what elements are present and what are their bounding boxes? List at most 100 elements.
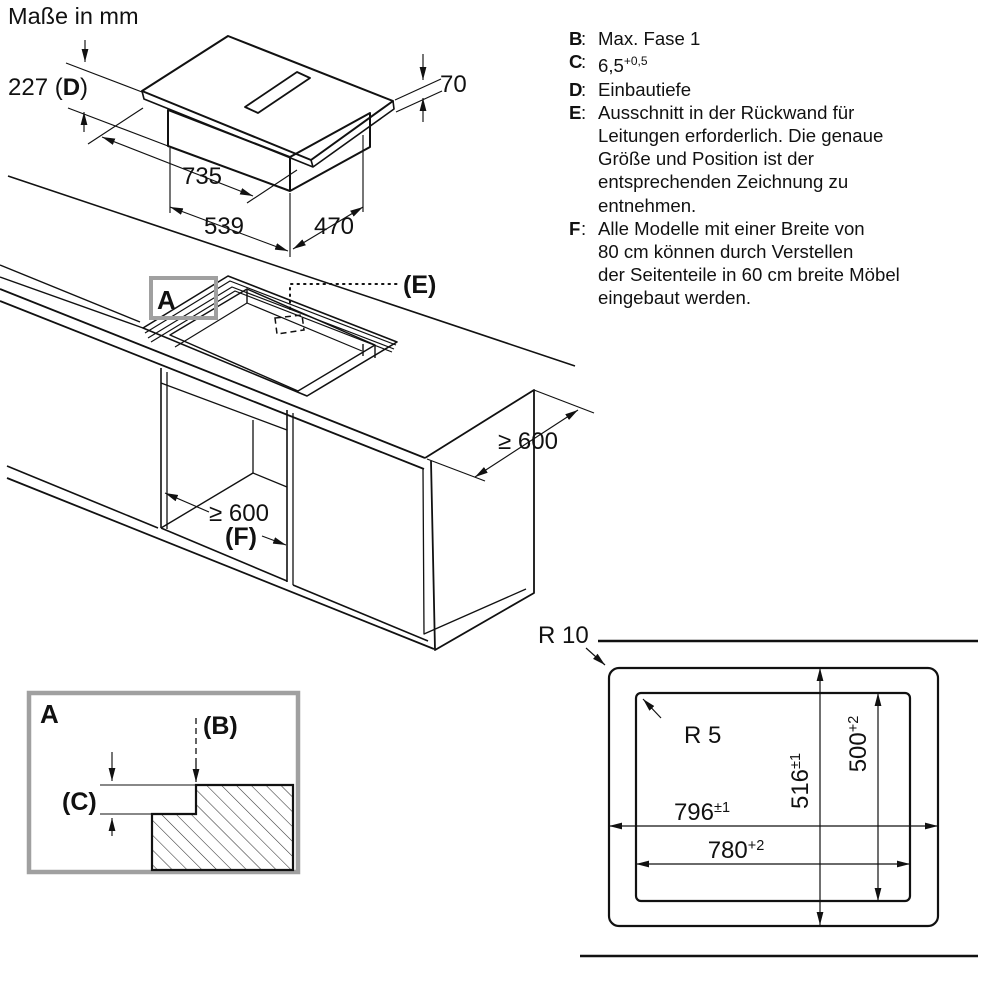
detail-a-locator-box: [149, 276, 218, 320]
legend-text-c: 6,5: [598, 55, 624, 77]
c-label: (C): [62, 788, 97, 816]
detail-a-frame: [26, 690, 301, 875]
cutout-step-line-2: [144, 280, 397, 346]
legend-key-e: E: [569, 101, 582, 123]
dim-735-ext-left: [87, 107, 144, 145]
counter-underside-edge: [160, 382, 288, 431]
appliance-outline-r10: [607, 666, 940, 928]
hob-vent-slot: [244, 71, 311, 114]
worktop-section-hatched: [150, 783, 295, 872]
legend-text-f-line2: 80 cm können durch Verstellen: [598, 241, 854, 263]
legend-text-c-tolerance: +0,5: [623, 54, 648, 69]
dim-539-label: 539: [204, 213, 244, 240]
floor-line: [6, 477, 435, 650]
hob-isometric-view: [141, 35, 395, 192]
cutout-step-line-4: [150, 290, 393, 353]
dim-735-label: 735: [182, 163, 222, 190]
legend-text-e-line2: Leitungen erforderlich. Die genaue: [598, 125, 884, 146]
legend-sep: :: [581, 28, 587, 49]
legend-text-e-line3: Größe und Position ist der: [598, 148, 814, 170]
depth-dim-line: [474, 409, 579, 478]
dim-227-ext-top: [65, 62, 143, 93]
legend-text-f-line3: der Seitenteile in 60 cm breite Möbel: [598, 264, 900, 286]
niche-dim-line-right: [261, 535, 287, 546]
legend-item-f: F: Alle Modelle mit einer Breite von 80 …: [569, 217, 961, 310]
legend-key-d: D: [569, 78, 583, 100]
counter-front-edge-top: [0, 288, 426, 459]
legend: B: Max. Fase 1 C: 6,5+0,5 D: Einbautiefe…: [569, 27, 961, 310]
legend-text-e-line1: Ausschnitt in der Rückwand für: [598, 101, 855, 123]
legend-item-d: D: Einbautiefe: [569, 78, 961, 101]
end-panel-inner-edge: [422, 468, 527, 635]
legend-item-b: B: Max. Fase 1: [569, 27, 961, 50]
legend-sep: :: [581, 101, 587, 123]
legend-text-e-line4: entsprechenden Zeichnung zu: [598, 171, 849, 193]
niche-floor-front-edge: [160, 527, 288, 582]
legend-sep: :: [581, 51, 587, 73]
niche-width-dimension: [164, 492, 287, 546]
counter-depth-label: ≥ 600: [498, 428, 558, 455]
cutout-step-line-3: [147, 286, 395, 350]
dim-735-ext-right: [246, 169, 298, 204]
wall-top-edge: [7, 175, 576, 367]
dim-227-label: 227 (D): [8, 74, 88, 101]
legend-sep: :: [581, 78, 587, 100]
cabinet-isometric-view: [0, 175, 576, 651]
depth-ext-back: [533, 389, 595, 414]
niche-floor-left-edge: [160, 472, 254, 529]
dim-70-ext-bottom: [395, 90, 443, 113]
counter-back-edge-inner: [0, 276, 144, 329]
r5-label: R 5: [684, 722, 721, 749]
counter-depth-dimension: [426, 389, 595, 482]
dim-227-ext-bottom: [67, 107, 169, 147]
hob-dimensions: [65, 40, 443, 257]
legend-key-f: F: [569, 217, 581, 239]
legend-text-f-line4: eingebaut werden.: [598, 287, 751, 309]
legend-text-b: Max. Fase 1: [598, 28, 701, 49]
r10-label: R 10: [538, 622, 589, 649]
dim-539-line: [169, 206, 289, 252]
hob-glass-top: [141, 35, 394, 161]
cutout-outline-r5: [634, 691, 912, 903]
legend-text-e-line5: entnehmen.: [598, 194, 697, 216]
dim-780-label: 780+2: [708, 837, 765, 864]
cutout-plan-view: [580, 639, 978, 958]
f-label: (F): [225, 523, 257, 551]
legend-item-e: E: Ausschnitt in der Rückwand für Leitun…: [569, 101, 961, 217]
dim-500-label: 500+2: [845, 716, 872, 773]
legend-item-c: C: 6,5+0,5: [569, 50, 961, 77]
e-callout: [274, 283, 400, 335]
r5-leader-arrow: [642, 698, 662, 719]
dim-70-label: 70: [440, 71, 467, 98]
detail-a-title: A: [40, 699, 59, 729]
niche-width-label: ≥ 600: [209, 500, 269, 527]
legend-key-c: C: [569, 51, 583, 73]
cutout-inner-opening: [169, 288, 376, 392]
dim-735-line: [101, 136, 254, 197]
legend-sep: :: [581, 217, 587, 239]
hob-glass-edge: [141, 90, 395, 168]
legend-text-d: Einbautiefe: [598, 78, 692, 100]
legend-text-f-line1: Alle Modelle mit einer Breite von: [598, 217, 865, 239]
niche-dim-line-left: [164, 492, 210, 513]
e-label: (E): [403, 271, 436, 299]
r10-leader-arrow: [585, 647, 606, 666]
niche-floor-back-edge: [252, 472, 288, 488]
dim-516-label: 516±1: [787, 753, 814, 809]
cabinet-bottom-front-edge: [292, 584, 429, 642]
cutout-outer-edge: [142, 275, 398, 397]
dim-470-label: 470: [314, 213, 354, 240]
dim-796-label: 796±1: [674, 799, 730, 826]
counter-front-edge-bottom: [0, 300, 425, 470]
dim-470-line: [292, 206, 364, 250]
depth-ext-front: [426, 458, 486, 482]
cabinet-base-line: [6, 465, 159, 529]
detail-a-view: A: [26, 690, 301, 875]
page-title: Maße in mm: [8, 3, 139, 29]
detail-a-locator-label: A: [157, 285, 176, 315]
dim-70-ext-top: [394, 78, 442, 101]
counter-back-edge-outer: [0, 264, 141, 323]
legend-key-b: B: [569, 28, 583, 49]
